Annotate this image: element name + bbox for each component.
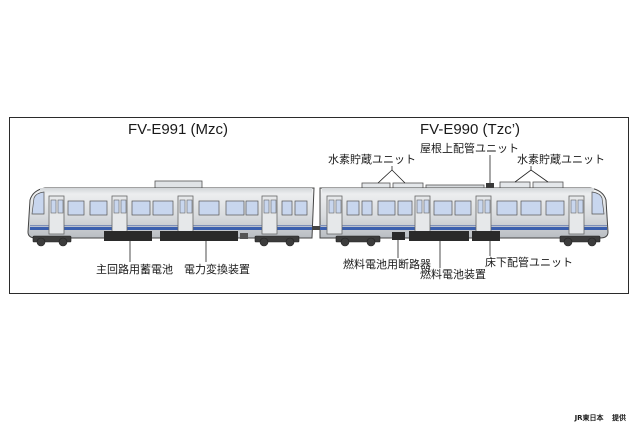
- label-main-battery: 主回路用蓄電池: [96, 263, 173, 276]
- window: [152, 200, 174, 216]
- label-power-converter: 電力変換装置: [184, 263, 250, 276]
- label-roof-piping: 屋根上配管ユニット: [420, 142, 519, 155]
- window: [361, 200, 373, 216]
- car-tzc: [319, 181, 609, 247]
- window: [377, 200, 396, 216]
- car-title-tzc: FV-E990 (Tzc’): [420, 121, 521, 138]
- window: [294, 200, 308, 216]
- label-hydrogen-storage-1: 水素貯蔵ユニット: [328, 153, 416, 166]
- photo-credit: JR東日本 提供: [574, 414, 626, 422]
- window: [89, 200, 108, 216]
- label-fuel-cell: 燃料電池装置: [420, 268, 486, 281]
- stripe-mzc: [30, 227, 312, 230]
- window: [397, 200, 413, 216]
- equipment-underfloor-piping: [472, 231, 500, 241]
- window: [433, 200, 453, 216]
- equipment-fc-breaker: [392, 232, 405, 240]
- label-underfloor-piping: 床下配管ユニット: [485, 256, 573, 269]
- stripe-tzc: [320, 227, 607, 230]
- window: [281, 200, 293, 216]
- equipment-main-battery: [104, 231, 152, 241]
- equipment-power-converter: [160, 231, 238, 241]
- leader-lines: [129, 155, 549, 268]
- window: [225, 200, 245, 216]
- window: [346, 200, 360, 216]
- window: [520, 200, 542, 216]
- equipment-fuel-cell: [409, 231, 469, 241]
- window: [131, 200, 151, 216]
- window: [198, 200, 220, 216]
- window: [67, 200, 85, 216]
- window: [496, 200, 518, 216]
- label-hydrogen-storage-2: 水素貯蔵ユニット: [517, 153, 605, 166]
- window: [245, 200, 259, 216]
- window: [454, 200, 472, 216]
- car-title-mzc: FV-E991 (Mzc): [128, 121, 229, 138]
- label-fc-breaker: 燃料電池用断路器: [343, 258, 431, 271]
- car-mzc: [27, 180, 315, 247]
- window: [545, 200, 565, 216]
